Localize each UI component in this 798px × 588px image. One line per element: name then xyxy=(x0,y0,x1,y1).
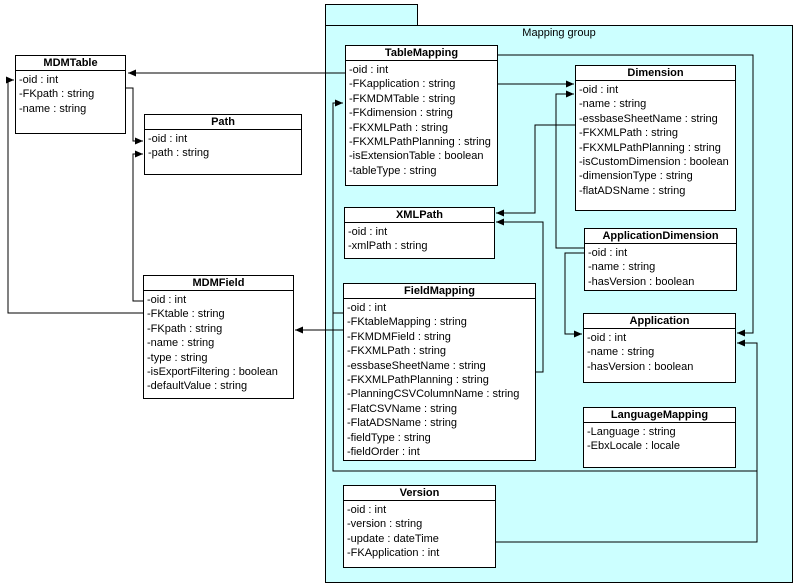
class-mdmtable[interactable]: MDMTable -oid : int -FKpath : string -na… xyxy=(15,55,126,134)
class-title: ApplicationDimension xyxy=(585,229,736,244)
attribute: -version : string xyxy=(347,518,423,531)
attribute: -FKXMLPathPlanning : string xyxy=(347,373,489,386)
attribute: -name : string xyxy=(587,346,655,359)
class-title: Version xyxy=(344,486,495,501)
connector-mdmtable-path[interactable] xyxy=(126,87,143,145)
attribute: -essbaseSheetName : string xyxy=(579,112,718,125)
attribute: -oid : int xyxy=(147,294,187,306)
class-application[interactable]: Application -oid : int -name : string -h… xyxy=(583,313,736,383)
attribute: -xmlPath : string xyxy=(348,240,428,253)
attribute: -oid : int xyxy=(347,504,387,516)
attribute: -FKpath : string xyxy=(19,88,95,101)
attribute: -oid : int xyxy=(579,84,619,96)
attribute: -update : dateTime xyxy=(347,532,439,545)
connector-tablemapping-application-top[interactable] xyxy=(498,54,754,337)
attribute: -isCustomDimension : boolean xyxy=(579,155,729,168)
attribute: -EbxLocale : locale xyxy=(587,440,680,453)
attribute: -dimensionType : string xyxy=(579,170,693,183)
connector-appdimension-application[interactable] xyxy=(564,252,584,338)
attribute: -FKpath : string xyxy=(147,322,223,335)
attribute: -FKdimension : string xyxy=(349,107,453,120)
attribute: -FlatCSVName : string xyxy=(347,402,458,415)
connector-mdmfield-mdmtable[interactable] xyxy=(6,76,143,314)
attribute: -oid : int xyxy=(347,302,387,314)
class-path[interactable]: Path -oid : int -path : string xyxy=(144,114,302,175)
attribute: -oid : int xyxy=(587,332,627,344)
class-title: Dimension xyxy=(576,66,735,81)
class-version[interactable]: Version -oid : int -version : string -up… xyxy=(343,485,496,568)
attribute: -oid : int xyxy=(348,226,388,238)
attribute: -name : string xyxy=(588,261,656,274)
attribute: -isExportFiltering : boolean xyxy=(147,365,278,378)
class-xmlpath[interactable]: XMLPath -oid : int -xmlPath : string xyxy=(344,207,495,259)
class-fieldmapping[interactable]: FieldMapping -oid : int -FKtableMapping … xyxy=(343,283,536,461)
attribute: -FKMDMTable : string xyxy=(349,92,456,105)
class-title: Application xyxy=(584,314,735,329)
attribute: -PlanningCSVColumnName : string xyxy=(347,388,520,401)
class-title: TableMapping xyxy=(346,46,497,61)
attribute: -name : string xyxy=(147,337,215,350)
class-title: MDMTable xyxy=(16,56,125,71)
attribute: -oid : int xyxy=(148,133,188,145)
connector-version-application[interactable] xyxy=(496,471,758,543)
attribute: -FKXMLPathPlanning : string xyxy=(579,141,721,154)
attribute: -FKXMLPath : string xyxy=(347,345,447,358)
attribute: -hasVersion : boolean xyxy=(587,360,694,373)
attribute: -type : string xyxy=(147,351,208,364)
attribute: -FKApplication : int xyxy=(347,547,440,560)
class-applicationdimension[interactable]: ApplicationDimension -oid : int -name : … xyxy=(584,228,737,291)
attribute: -Language : string xyxy=(587,426,676,438)
attribute: -FKXMLPathPlanning : string xyxy=(349,135,491,148)
attribute: -FKtable : string xyxy=(147,308,225,321)
connector-dimension-xmlpath[interactable] xyxy=(496,124,575,217)
attribute: -fieldOrder : int xyxy=(347,445,420,458)
class-title: Path xyxy=(145,115,301,130)
attribute: -isExtensionTable : boolean xyxy=(349,150,484,163)
connector-appdimension-dimension[interactable] xyxy=(555,90,584,249)
attribute: -essbaseSheetName : string xyxy=(347,359,486,372)
attribute: -defaultValue : string xyxy=(147,380,248,393)
connector-fieldmapping-tablemapping[interactable] xyxy=(332,99,343,314)
attribute: -FKMDMField : string xyxy=(347,330,451,343)
class-title: MDMField xyxy=(144,276,293,291)
attribute: -tableType : string xyxy=(349,164,437,177)
class-mdmfield[interactable]: MDMField -oid : int -FKtable : string -F… xyxy=(143,275,294,399)
attribute: -fieldType : string xyxy=(347,431,431,444)
attribute: -flatADSName : string xyxy=(579,184,686,197)
attribute: -FKapplication : string xyxy=(349,78,456,91)
class-dimension[interactable]: Dimension -oid : int -name : string -ess… xyxy=(575,65,736,211)
attribute: -FKXMLPath : string xyxy=(579,127,679,140)
attribute: -oid : int xyxy=(19,74,59,86)
attribute: -oid : int xyxy=(349,64,389,76)
class-tablemapping[interactable]: TableMapping -oid : int -FKapplication :… xyxy=(345,45,498,186)
attribute: -FKXMLPath : string xyxy=(349,121,449,134)
class-title: XMLPath xyxy=(345,208,494,223)
class-languagemapping[interactable]: LanguageMapping -Language : string -EbxL… xyxy=(583,407,736,468)
attribute: -FKtableMapping : string xyxy=(347,316,467,329)
connector-fieldmapping-xmlpath[interactable] xyxy=(496,218,544,373)
class-title: LanguageMapping xyxy=(584,408,735,423)
package-title: Mapping group xyxy=(522,27,596,39)
attribute: -FlatADSName : string xyxy=(347,417,458,430)
attribute: -hasVersion : boolean xyxy=(588,275,695,288)
connector-mdmfield-path[interactable] xyxy=(132,150,143,302)
attribute: -name : string xyxy=(579,98,647,111)
attribute: -oid : int xyxy=(588,247,628,259)
attribute: -name : string xyxy=(19,102,87,115)
attribute: -path : string xyxy=(148,147,210,160)
class-title: FieldMapping xyxy=(344,284,535,299)
